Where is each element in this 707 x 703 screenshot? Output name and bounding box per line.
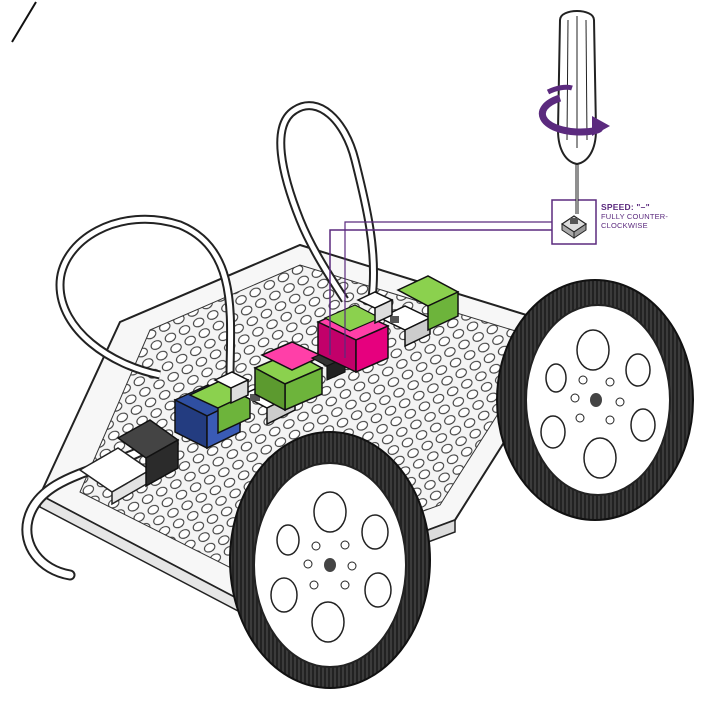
pink-module-2: [316, 304, 390, 374]
wire-connector-right: [356, 291, 394, 325]
speed-callout: SPEED: "–" FULLY COUNTER- CLOCKWISE: [601, 202, 701, 231]
speed-callout-line-1: FULLY COUNTER-: [601, 212, 669, 221]
callout-leader-line-2: [344, 221, 552, 358]
speed-callout-line-2: CLOCKWISE: [601, 221, 648, 230]
wire-connector-left: [213, 371, 250, 405]
wire-loop-left: [55, 214, 236, 380]
rear-wheel: [496, 279, 694, 521]
wire-loop-right: [276, 101, 379, 303]
corner-mark: [11, 1, 37, 43]
front-wheel: [229, 431, 431, 689]
screwdriver-icon: [556, 10, 598, 214]
green-module-3: [396, 275, 460, 332]
usb-power-plug: [78, 419, 180, 506]
counter-clockwise-arrow-icon: [538, 84, 610, 136]
chassis-plate: [38, 243, 577, 614]
speed-callout-title: SPEED: "–": [601, 202, 650, 212]
callout-leader-line: [329, 229, 552, 355]
trimmer-knob-icon: [551, 199, 597, 245]
